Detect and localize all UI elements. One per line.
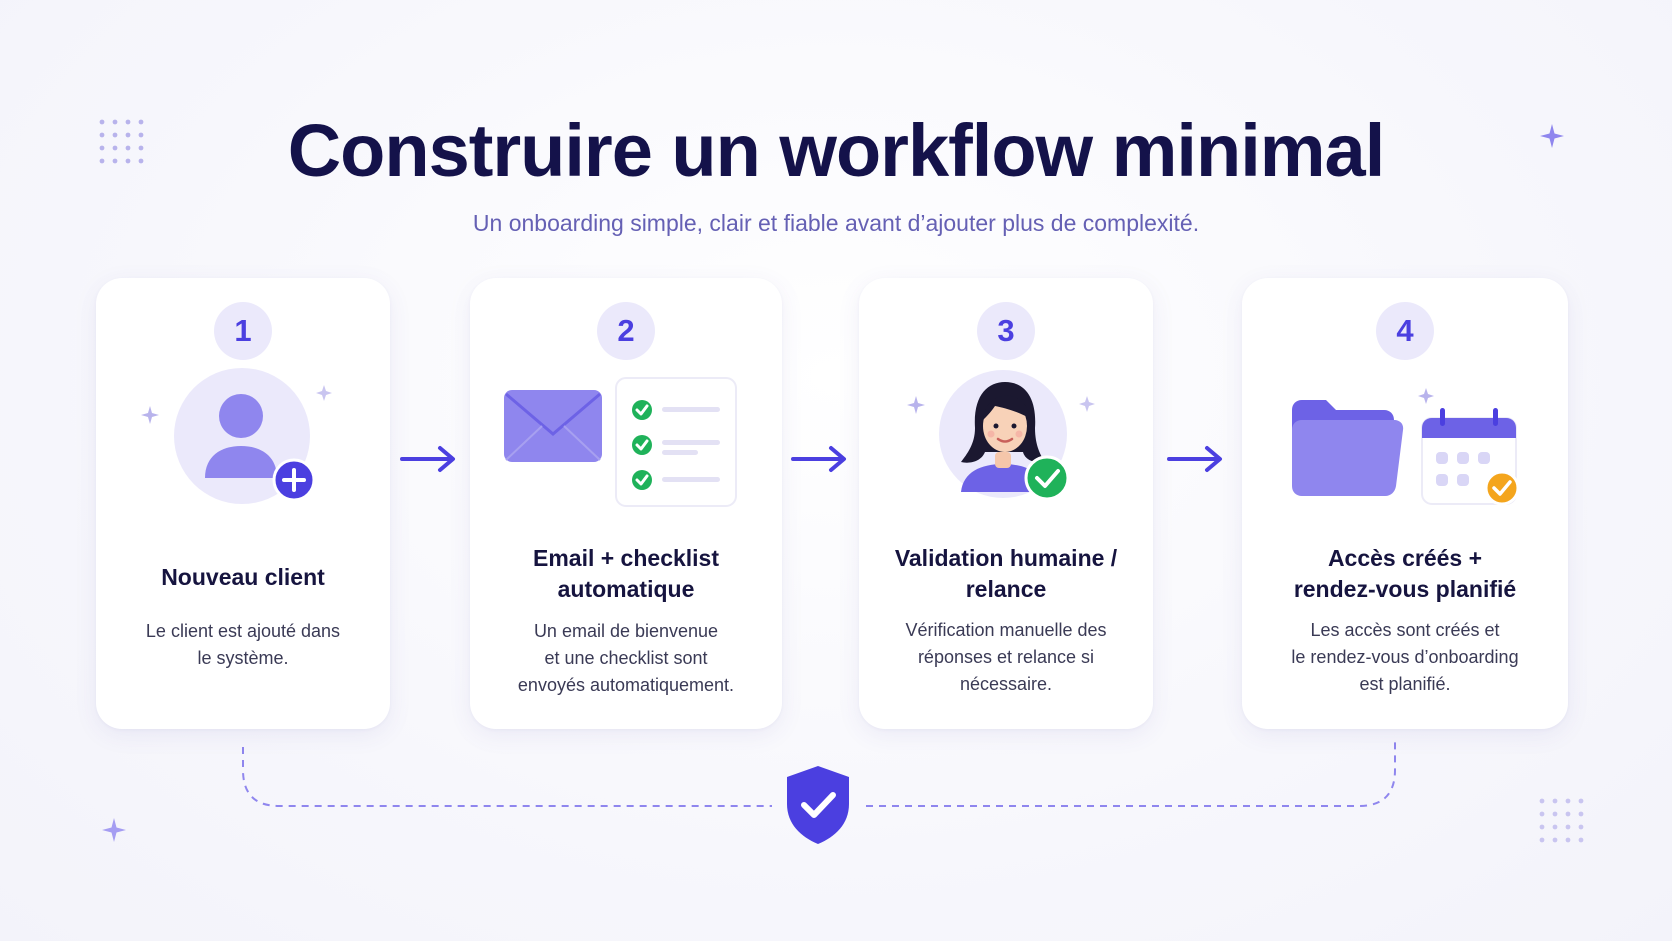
step-description: Le client est ajouté dans le système. [145, 621, 341, 668]
step-card-3: 3 [859, 278, 1153, 729]
step-number: 3 [977, 302, 1035, 360]
step-title: Nouveau client [161, 564, 325, 590]
step-illustration [96, 368, 390, 528]
folder-calendar-icon [1292, 388, 1520, 506]
step-description: Vérification manuelle des réponses et re… [905, 620, 1107, 694]
step-card-4: 4 Accès créés + [1242, 278, 1568, 729]
step-card-2: 2 Email + checklist automatique [470, 278, 782, 729]
page-title: Construire un workflow minimal [287, 109, 1386, 192]
arrow-right-icon [400, 446, 455, 472]
arrow-right-icon [1167, 446, 1222, 472]
shield-check-icon [787, 766, 849, 844]
dot-grid-decoration [99, 119, 144, 164]
step-card-1: 1 Nouveau client Le client est ajouté da… [96, 278, 390, 729]
step-description: Un email de bienvenue et une checklist s… [517, 621, 735, 695]
step-number: 2 [597, 302, 655, 360]
arrow-right-icon [791, 446, 846, 472]
step-illustration [859, 368, 1153, 528]
step-description: Les accès sont créés et le rendez-vous d… [1291, 620, 1519, 694]
step-illustration [1242, 368, 1568, 528]
step-title: Accès créés + rendez-vous planifié [1293, 545, 1517, 602]
page-subtitle: Un onboarding simple, clair et fiable av… [472, 210, 1200, 236]
step-title: Email + checklist automatique [532, 545, 720, 602]
step-illustration [470, 368, 782, 528]
sparkle-icon [1540, 124, 1564, 148]
person-check-icon [907, 370, 1095, 501]
user-add-icon [141, 368, 332, 504]
dot-grid-decoration [1539, 798, 1584, 843]
email-checklist-icon [504, 377, 737, 507]
sparkle-icon [102, 818, 126, 842]
step-title: Validation humaine / relance [894, 545, 1118, 602]
step-number: 1 [214, 302, 272, 360]
step-number: 4 [1376, 302, 1434, 360]
